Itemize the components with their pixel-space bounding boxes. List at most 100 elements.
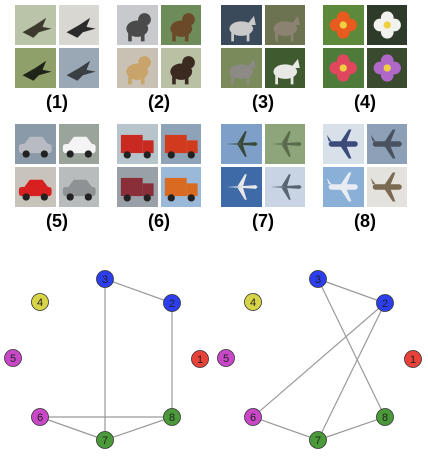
image-tile [160, 5, 201, 45]
graph-node-label: 7 [315, 435, 321, 447]
image-tile [117, 48, 158, 88]
graph-edge-7-8 [104, 416, 173, 441]
wolf-icon [272, 15, 300, 42]
panel-label: (1) [46, 92, 68, 112]
graph-edge-6-7 [252, 416, 319, 441]
image-tile [117, 5, 158, 45]
graph-node-3 [96, 270, 114, 288]
image-tile [58, 124, 99, 164]
panel-label: (4) [354, 92, 376, 112]
image-tile [366, 48, 407, 88]
image-tile [15, 167, 56, 207]
graph-node-label: 1 [197, 354, 203, 366]
car-icon [62, 179, 96, 201]
graph-node-label: 7 [102, 435, 108, 447]
airliner-icon [370, 172, 402, 202]
bird-icon [66, 17, 96, 38]
graph-edge-7-8 [317, 416, 386, 441]
panel-label: (6) [148, 211, 170, 231]
wolf-icon [229, 15, 256, 42]
graph-node-label: 3 [102, 274, 108, 286]
car-icon [18, 179, 52, 201]
image-tile [264, 167, 305, 207]
car-icon [18, 136, 52, 158]
airliner-icon [326, 129, 358, 159]
image-tile [58, 48, 99, 88]
graph-edge-3-8 [317, 278, 386, 418]
image-panel-6 [117, 124, 201, 207]
bird-icon [22, 17, 52, 38]
wolf-icon [272, 58, 300, 85]
car-icon [62, 136, 96, 158]
graph-node-7 [309, 431, 327, 449]
image-tile [160, 167, 201, 207]
graph-node-8 [163, 408, 181, 426]
image-tile [58, 5, 99, 45]
flower-icon [329, 54, 357, 82]
graph-node-3 [309, 270, 327, 288]
graph-node-label: 3 [315, 274, 321, 286]
image-tile [366, 124, 407, 164]
dog-icon [126, 13, 151, 42]
image-tile [264, 124, 305, 164]
graph-node-label: 8 [382, 412, 388, 424]
image-tile [15, 124, 56, 164]
panel-label: (3) [252, 92, 274, 112]
image-panel-5 [15, 124, 99, 207]
bird-icon [66, 60, 96, 81]
dog-icon [169, 56, 195, 85]
graph-edge-6-7 [39, 416, 106, 441]
image-panel-2 [117, 5, 201, 88]
airliner-icon [370, 129, 402, 159]
truck-icon [164, 134, 198, 159]
image-tile [366, 5, 407, 45]
dog-icon [126, 56, 151, 85]
graph-node-4 [31, 293, 49, 311]
truck-icon [120, 134, 154, 159]
flower-icon [329, 11, 357, 39]
graph-node-label: 2 [169, 298, 175, 310]
graph-node-7 [96, 431, 114, 449]
graph-edge-2-6 [252, 302, 386, 418]
image-panel-7 [221, 124, 305, 207]
graph-node-1 [404, 350, 422, 368]
graph-node-label: 6 [250, 412, 256, 424]
wolf-icon [229, 58, 256, 85]
jet-icon [226, 131, 258, 157]
image-tile [323, 5, 364, 45]
image-panel-4 [323, 5, 407, 88]
bird-icon [22, 60, 52, 81]
image-tile [264, 48, 305, 88]
image-tile [366, 167, 407, 207]
graph-node-label: 1 [410, 354, 416, 366]
graph-node-label: 8 [169, 412, 175, 424]
flower-icon [373, 11, 401, 39]
graph-node-label: 2 [382, 298, 388, 310]
graph-node-label: 4 [37, 297, 43, 309]
flower-icon [373, 54, 401, 82]
image-tile [15, 48, 56, 88]
graph-node-label: 5 [10, 353, 16, 365]
graph-node-8 [376, 408, 394, 426]
jet-icon [270, 131, 302, 157]
image-tile [160, 124, 201, 164]
image-tile [117, 167, 158, 207]
graph-edge-3-2 [317, 278, 386, 304]
image-panel-3 [221, 5, 305, 88]
image-tile [58, 167, 99, 207]
dog-icon [169, 13, 195, 42]
image-tile [117, 124, 158, 164]
graph-edge-2-7 [317, 302, 386, 441]
graph-node-5 [4, 349, 22, 367]
panel-label: (5) [46, 211, 68, 231]
graph-node-label: 4 [250, 297, 256, 309]
panel-label: (7) [252, 211, 274, 231]
image-tile [323, 124, 364, 164]
panel-label: (2) [148, 92, 170, 112]
graph-node-2 [163, 294, 181, 312]
image-tile [221, 124, 262, 164]
graph-node-1 [191, 350, 209, 368]
